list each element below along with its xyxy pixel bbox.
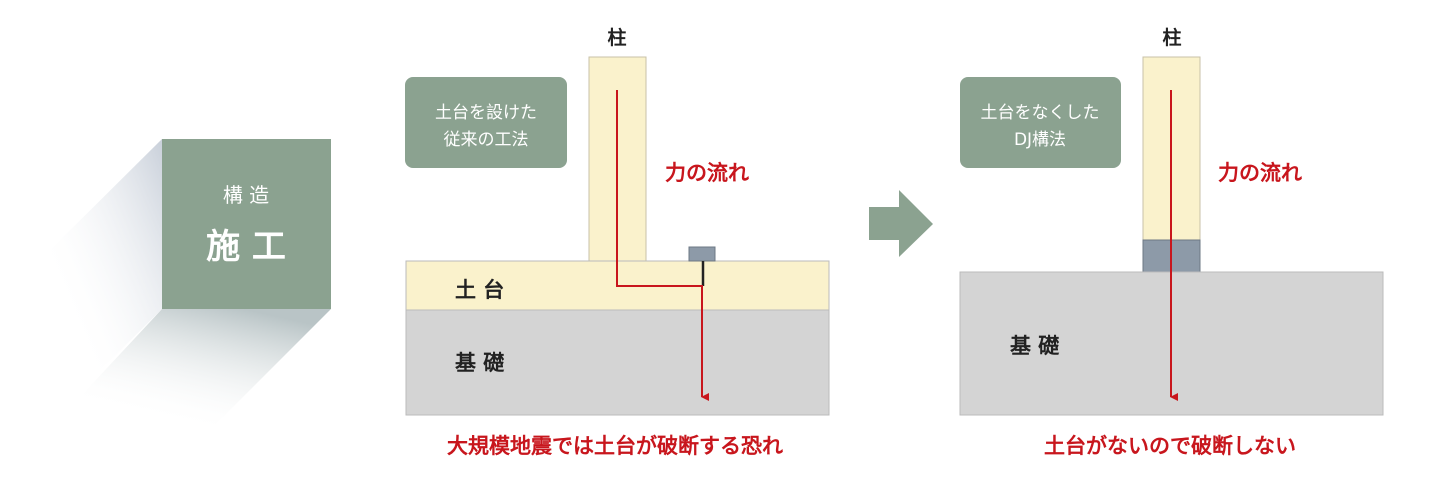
badge-shadow-left	[40, 139, 162, 430]
method-box-line1: 土台をなくした	[981, 103, 1100, 123]
method-box-line1: 土台を設けた	[435, 103, 537, 123]
method-box	[405, 77, 567, 168]
badge-box	[162, 139, 331, 309]
method-box-line2: 従来の工法	[444, 130, 529, 150]
method-box-line2: DJ構法	[1014, 130, 1066, 150]
badge-shadow-bottom	[40, 309, 331, 440]
column-label: 柱	[1162, 26, 1181, 49]
force-flow-arrow	[616, 90, 709, 401]
foundation-label: 基 礎	[1010, 334, 1059, 358]
force-flow-label: 力の流れ	[1218, 161, 1302, 185]
right-caption: 土台がないので破断しない	[1044, 434, 1296, 458]
force-flow-label: 力の流れ	[665, 161, 749, 185]
badge-line1: 構 造	[223, 183, 269, 207]
foundation	[405, 309, 830, 416]
right-arrow-icon	[869, 190, 933, 257]
left-caption: 大規模地震では土台が破断する恐れ	[447, 434, 783, 458]
dj-method-diagram: 柱 土台をなくした DJ構法 力の流れ 基 礎 土台がないので破断しない	[959, 26, 1384, 458]
section-badge: 構 造 施 工	[40, 139, 331, 440]
sill-label: 土 台	[455, 278, 504, 302]
foundation-label: 基 礎	[455, 351, 504, 375]
anchor-plate	[688, 246, 716, 262]
badge-line2: 施 工	[206, 227, 286, 267]
method-box	[960, 77, 1121, 168]
conventional-method-diagram: 柱 土台を設けた 従来の工法 力の流れ 土 台 基 礎 大規模地震では土台が破断…	[405, 26, 830, 458]
column-label: 柱	[607, 26, 626, 49]
